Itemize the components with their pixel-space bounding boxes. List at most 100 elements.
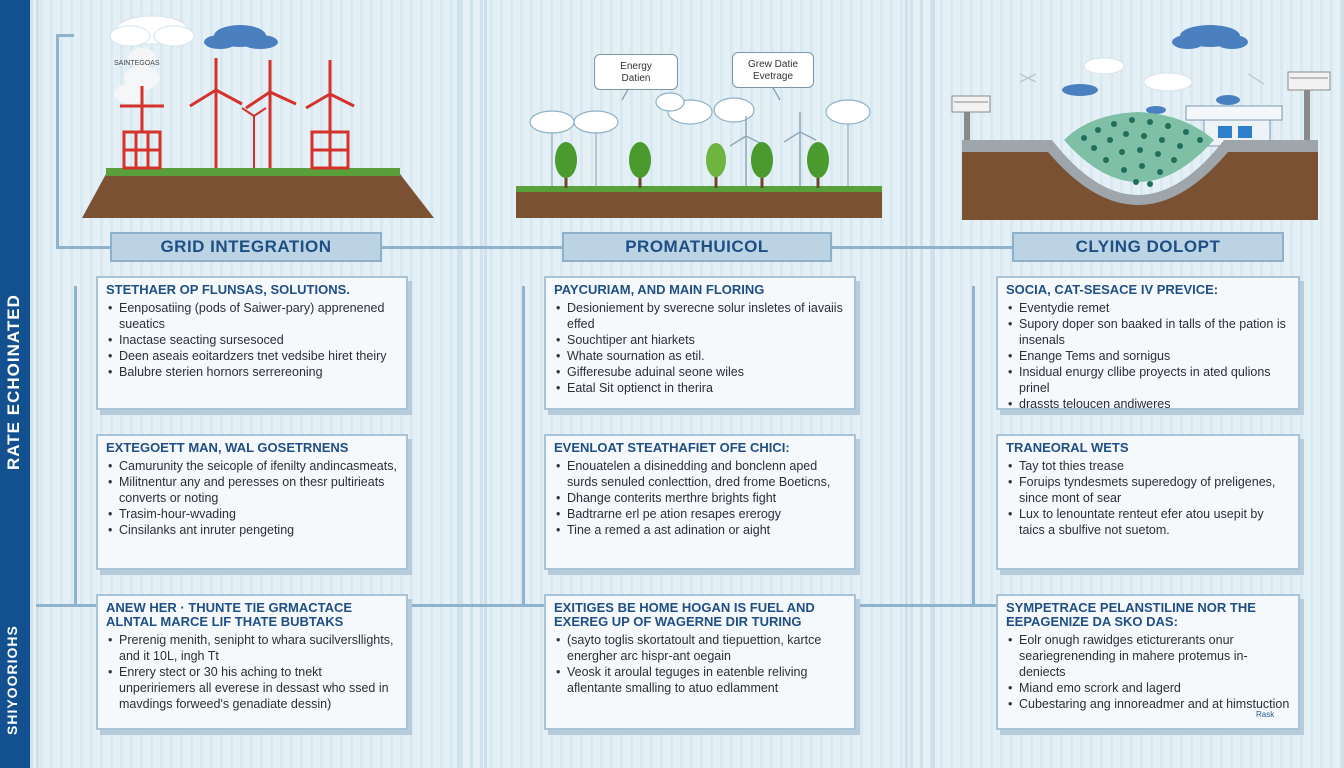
connector-mid-stub <box>522 286 525 606</box>
card-list: (sayto toglis skortatoult and tiepuettio… <box>554 632 846 696</box>
card-list: Eventydie remet Supory doper son baaked … <box>1006 300 1290 408</box>
list-item: drassts teloucen andiweres <box>1006 396 1290 408</box>
list-item: Badtrarne erl pe ation resapes ererogy <box>554 506 846 522</box>
list-item: Camurunity the seicople of ifenilty andi… <box>106 458 398 474</box>
power-pylon-icon <box>120 86 164 170</box>
list-item: Souchtiper ant hiarkets <box>554 332 846 348</box>
card-list: Enouatelen a disinedding and bonclenn ap… <box>554 458 846 538</box>
card-col3-1: SOCIA, CAT-SESACE IV PREVICE: Eventydie … <box>996 276 1300 410</box>
card-list: Prerenig menith, senipht to whara sucilv… <box>106 632 398 712</box>
list-item: Militnentur any and peresses on thesr pu… <box>106 474 398 506</box>
callout-bubble-1-line-1: Energy <box>620 61 652 72</box>
cloud-icon <box>1083 57 1193 92</box>
particle-storage <box>1064 112 1214 182</box>
list-item: Enrery stect or 30 his aching to tnekt u… <box>106 664 398 712</box>
list-item: Miand emo scrork and lagerd <box>1006 680 1290 696</box>
wind-turbine-icon <box>1019 73 1265 85</box>
card-col3-2: TRANEORAL WETS Tay tot thies trease Foru… <box>996 434 1300 570</box>
list-item: Eenposatiing (pods of Saiwer-pary) appre… <box>106 300 398 332</box>
card-col1-3: ANEW HER · THUNTE TIE GRMACTACE ALNTAL M… <box>96 594 408 730</box>
particle-dots <box>1081 117 1203 187</box>
cloud-icon <box>1062 25 1248 114</box>
card-title: EVENLOAT STEATHAFIET OFE CHICI: <box>554 441 790 455</box>
list-item: Enange Tems and sornigus <box>1006 348 1290 364</box>
wind-farm-illustration <box>82 15 434 218</box>
power-pylon-icon <box>310 130 350 170</box>
forest-illustration <box>516 85 882 218</box>
callout-bubble-2-line-1: Grew Datie <box>747 59 798 70</box>
card-title: TRANEORAL WETS <box>1006 441 1129 455</box>
callout-bubble-1-line-2: Datien <box>621 73 651 84</box>
storage-basin-illustration <box>951 25 1331 220</box>
card-list: Camurunity the seicople of ifenilty andi… <box>106 458 398 538</box>
card-col1-2: EXTEGOETT MAN, WAL GOSETRNENS Camurunity… <box>96 434 408 570</box>
list-item: Cinsilanks ant inruter pengeting <box>106 522 398 538</box>
cloud-icon <box>204 25 278 49</box>
list-item: Foruips tyndesmets superedogy of prelige… <box>1006 474 1290 506</box>
card-corner-tag: Rask <box>1256 710 1275 719</box>
list-item: Trasim-hour-wvading <box>106 506 398 522</box>
ground-with-basin <box>962 146 1318 220</box>
list-item: Tine a remed a ast adination or aight <box>554 522 846 538</box>
sidebar-bottom-label: SHIYOORIOHS <box>4 625 20 735</box>
sidebar-top-label: RATE ECHOINATED <box>4 294 23 470</box>
list-item: Gifferesube aduinal seone wiles <box>554 364 846 380</box>
connector-right-stub <box>972 286 975 606</box>
card-list: Desioniement by sverecne solur insletes … <box>554 300 846 396</box>
list-item: Inactase seacting sursesoced <box>106 332 398 348</box>
list-item: Tay tot thies trease <box>1006 458 1290 474</box>
card-col2-3: EXITIGES BE HOME HOGAN IS FUEL AND EXERE… <box>544 594 856 730</box>
card-col2-1: PAYCURIAM, AND MAIN FLORING Desioniement… <box>544 276 856 410</box>
card-title: PAYCURIAM, AND MAIN FLORING <box>554 283 765 297</box>
scene-tag-left: SAINTEGOAS <box>114 60 160 67</box>
list-item: Desioniement by sverecne solur insletes … <box>554 300 846 332</box>
list-item: Lux to lenountate renteut efer atou usep… <box>1006 506 1290 538</box>
sidebar: RATE ECHOINATED SHIYOORIOHS <box>0 0 30 768</box>
list-item: Veosk it aroulal teguges in eatenble rel… <box>554 664 846 696</box>
cloud-icon <box>529 92 871 134</box>
list-item: Balubre sterien hornors serrereoning <box>106 364 398 380</box>
connector-top-left-vertical <box>56 36 59 248</box>
list-item: Enouatelen a disinedding and bonclenn ap… <box>554 458 846 490</box>
banner-grid-integration: GRID INTEGRATION <box>110 232 382 262</box>
card-list: Eenposatiing (pods of Saiwer-pary) appre… <box>106 300 398 380</box>
wind-turbine-icon <box>729 112 817 186</box>
wind-turbine-icon <box>189 58 243 168</box>
list-item: Eventydie remet <box>1006 300 1290 316</box>
card-list: Tay tot thies trease Foruips tyndesmets … <box>1006 458 1290 538</box>
list-item: Deen aseais eoitardzers tnet vedsibe hir… <box>106 348 398 364</box>
cloud-icon <box>109 15 195 47</box>
card-title: SYMPETRACE PELANSTILINE NOR THE EEPAGENI… <box>1006 601 1256 629</box>
soil-ground <box>82 174 434 218</box>
list-item: Dhange conterits merthre brights fight <box>554 490 846 506</box>
signpost-icon <box>951 71 1331 142</box>
list-item: Insidual enurgy cllibe proyects in ated … <box>1006 364 1290 396</box>
list-item: Whate sournation as etil. <box>554 348 846 364</box>
wind-turbine-icon <box>245 60 297 168</box>
pole-icon <box>551 124 849 186</box>
banner-clying-dolopt: CLYING DOLOPT <box>1012 232 1284 262</box>
grass-strip <box>516 186 882 192</box>
card-title: EXITIGES BE HOME HOGAN IS FUEL AND EXERE… <box>554 601 815 629</box>
list-item: Prerenig menith, senipht to whara sucilv… <box>106 632 398 664</box>
callout-bubble-2: Grew Datie Evetrage <box>732 52 814 88</box>
wind-turbine-icon <box>241 107 267 168</box>
callout-bubble-1: Energy Datien <box>594 54 678 90</box>
tree-icon <box>555 142 829 188</box>
list-item: Supory doper son baaked in talls of the … <box>1006 316 1290 348</box>
connector-bottom-row <box>36 604 1036 607</box>
card-col3-3: SYMPETRACE PELANSTILINE NOR THE EEPAGENI… <box>996 594 1300 730</box>
card-list: Eolr onugh rawidges eticturerants onur s… <box>1006 632 1290 712</box>
card-title: SOCIA, CAT-SESACE IV PREVICE: <box>1006 283 1219 297</box>
card-col2-2: EVENLOAT STEATHAFIET OFE CHICI: Enouatel… <box>544 434 856 570</box>
soil-ground <box>516 190 882 218</box>
basin-edge <box>962 140 1318 205</box>
grass-strip <box>106 168 400 176</box>
list-item: (sayto toglis skortatoult and tiepuettio… <box>554 632 846 664</box>
list-item: Cubestaring ang innoreadmer and at himst… <box>1006 696 1290 712</box>
connector-left-stub-1 <box>74 286 77 606</box>
card-title: ANEW HER · THUNTE TIE GRMACTACE ALNTAL M… <box>106 601 353 629</box>
card-col1-1: STETHAER OP FLUNSAS, SOLUTIONS. Eenposat… <box>96 276 408 410</box>
steam-cloud-icon <box>114 48 160 104</box>
banner-promathuicol: PROMATHUICOL <box>562 232 832 262</box>
